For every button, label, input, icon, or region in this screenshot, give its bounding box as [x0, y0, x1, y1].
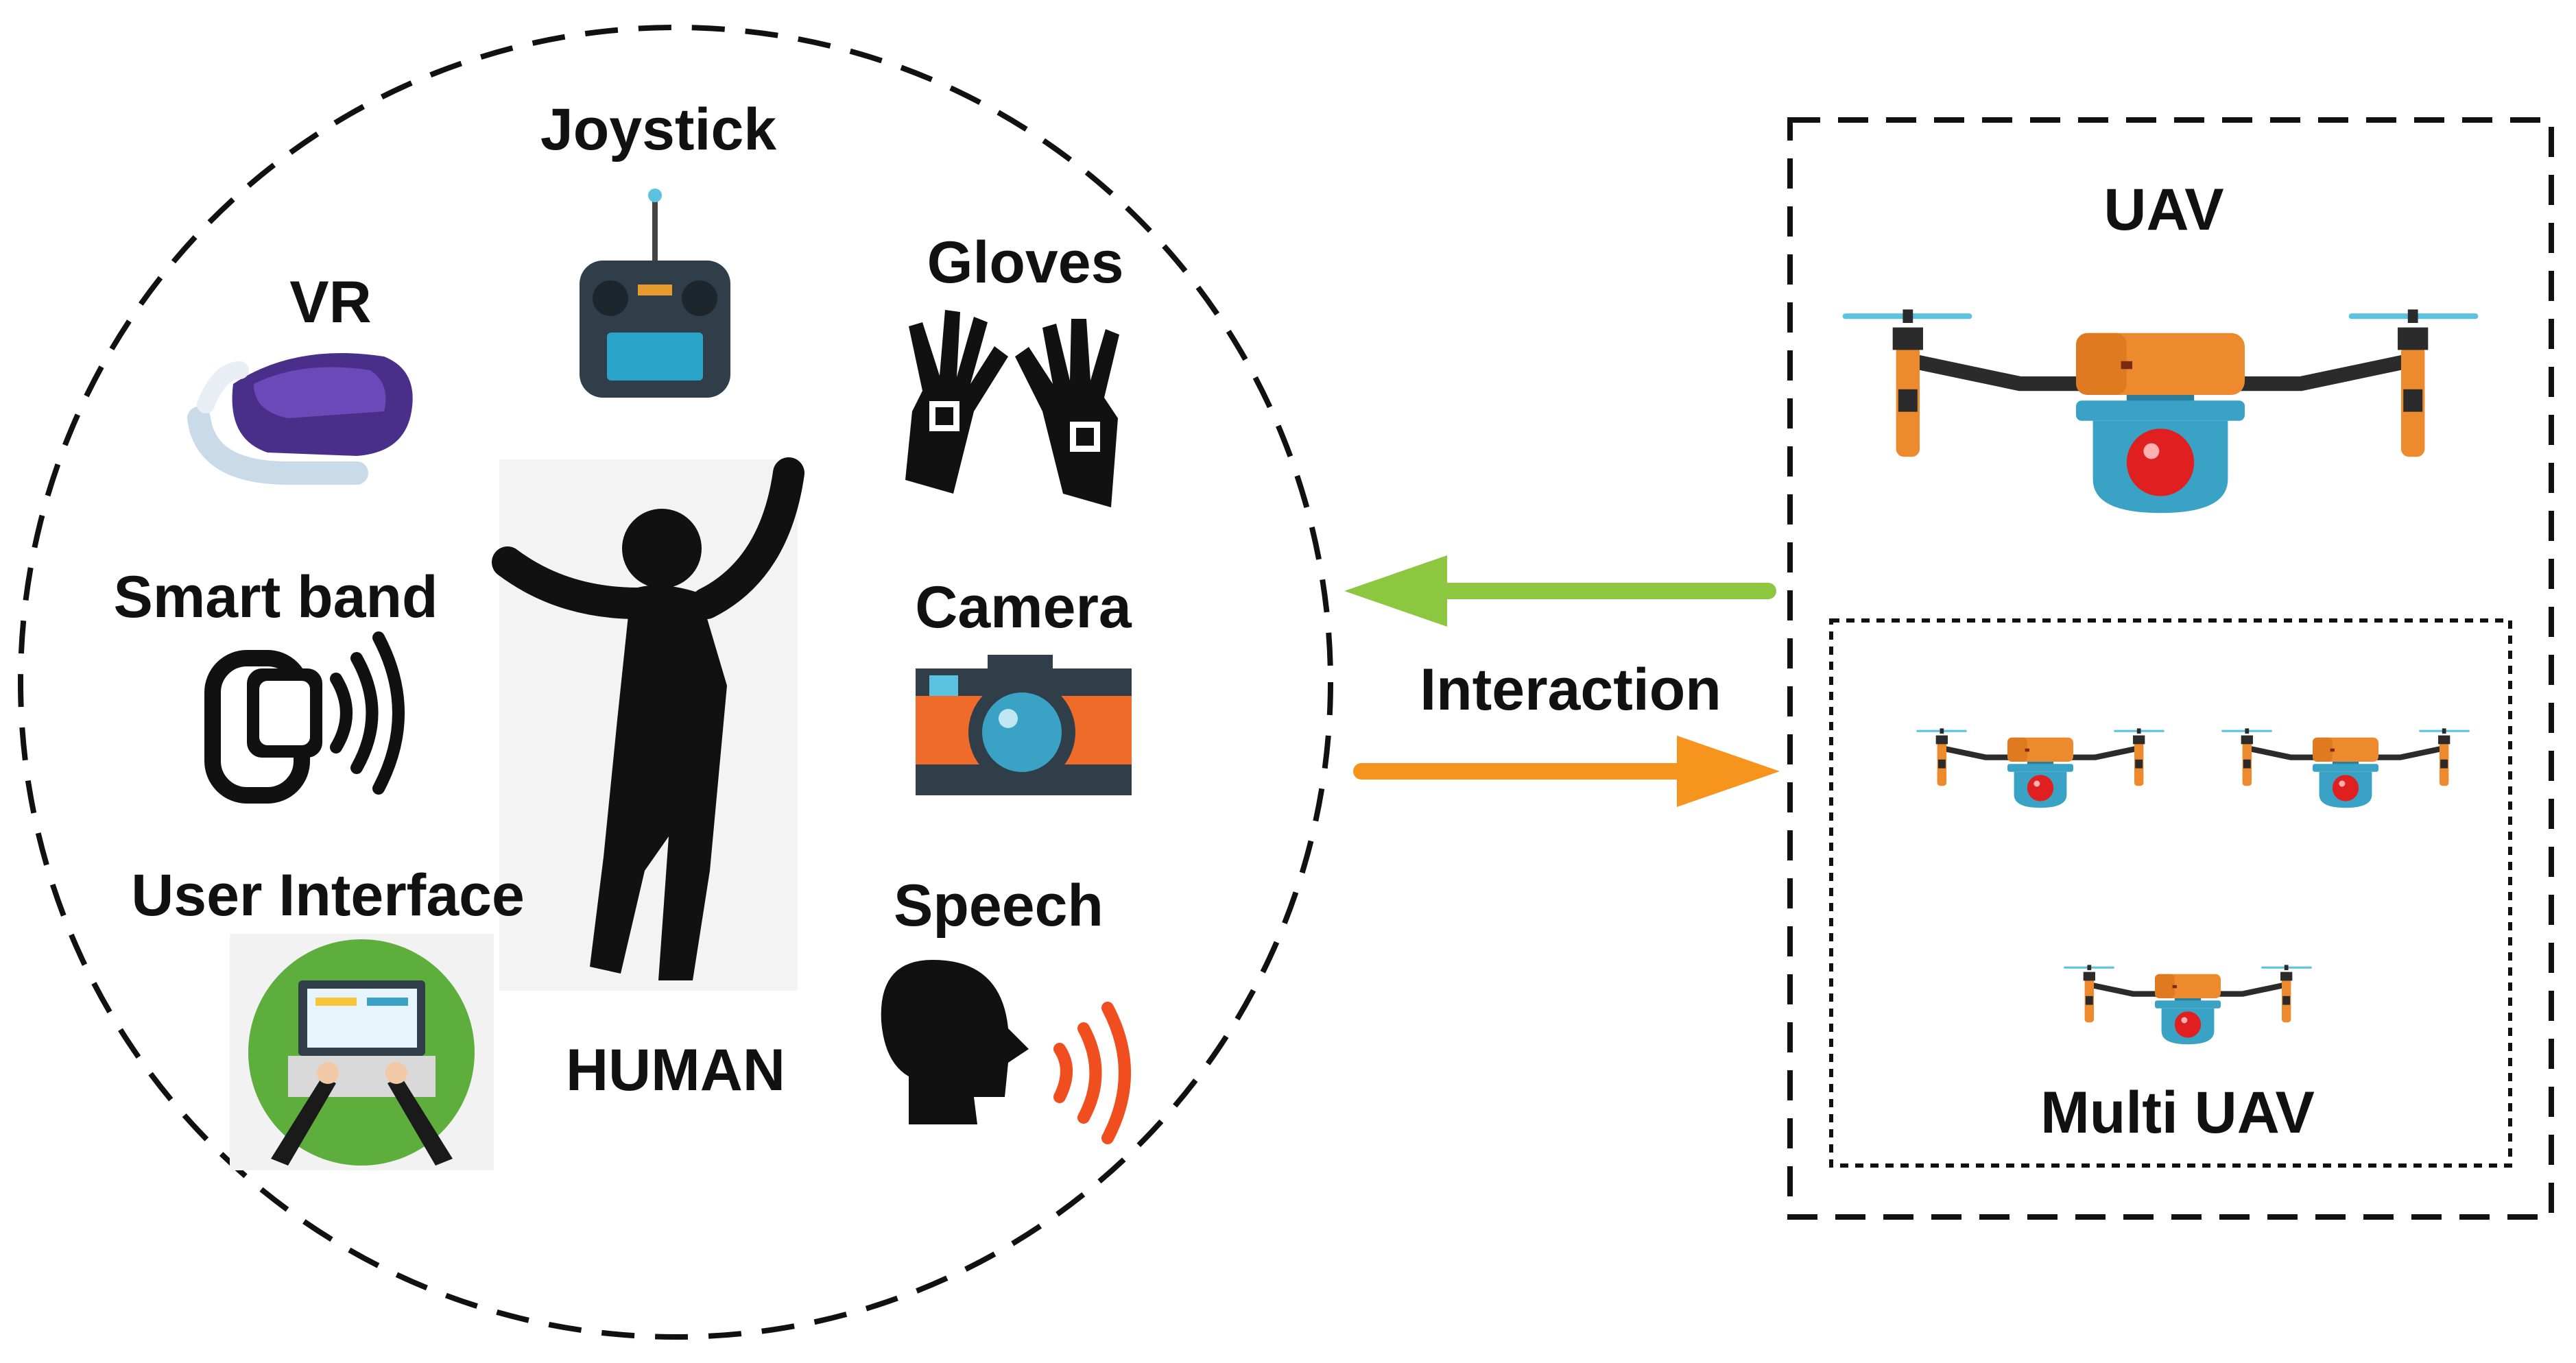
gloves-label: Gloves [927, 230, 1124, 295]
multi-uav-drone-3 [2065, 965, 2311, 1044]
multi-uav-drone-1 [1918, 728, 2163, 808]
single-uav-drone [1846, 309, 2475, 513]
user-interface-label: User Interface [131, 863, 525, 928]
speech-icon [881, 960, 1131, 1144]
multi-uav-label: Multi UAV [2040, 1080, 2315, 1146]
smart-band-group: Smart band [113, 564, 438, 804]
joystick-label: Joystick [540, 97, 776, 162]
speech-label: Speech [894, 873, 1104, 939]
gloves-group: Gloves [905, 230, 1123, 507]
uav-label: UAV [2103, 177, 2223, 243]
multi-uav-drone-2 [2223, 728, 2468, 808]
vr-label: VR [289, 269, 371, 335]
user-interface-group: User Interface [131, 863, 525, 1170]
vr-group: VR [187, 269, 413, 485]
human-label: HUMAN [566, 1037, 785, 1103]
arrow-to-uav [1353, 736, 1780, 807]
joystick-group: Joystick [540, 97, 776, 398]
joystick-icon [580, 189, 730, 398]
smart-band-label: Smart band [113, 564, 438, 630]
laptop-icon [230, 934, 494, 1170]
gloves-icon [905, 310, 1119, 507]
smart-band-icon [204, 631, 405, 804]
human-group-circle [18, 25, 1333, 1340]
uav-outer-box [1787, 117, 2554, 1220]
camera-label: Camera [915, 575, 1132, 640]
camera-icon [916, 655, 1132, 795]
multi-uav-box [1829, 618, 2512, 1168]
human-figure [492, 457, 804, 991]
camera-group: Camera [915, 575, 1132, 795]
interaction-label: Interaction [1420, 657, 1721, 723]
speech-group: Speech [881, 873, 1131, 1144]
arrow-to-human [1344, 555, 1776, 627]
vr-headset-icon [187, 353, 413, 485]
